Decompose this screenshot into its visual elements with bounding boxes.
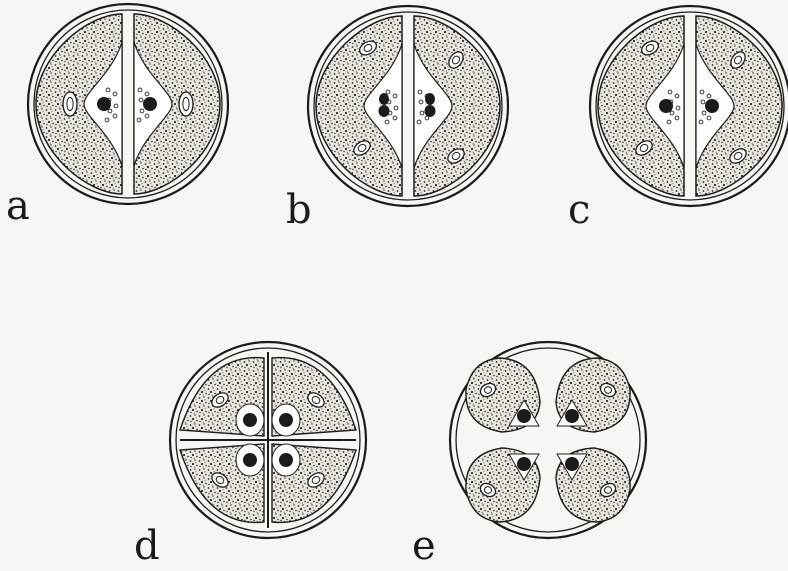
nucleolus — [279, 453, 293, 467]
panel-label-d: d — [134, 526, 160, 566]
nucleolus — [379, 93, 389, 105]
nucleolus — [425, 105, 436, 117]
panel-label-e: e — [412, 526, 436, 566]
nucleolus — [243, 453, 257, 467]
nucleolus — [143, 97, 157, 111]
nucleolus — [243, 413, 257, 427]
panel-label-b: b — [286, 190, 312, 230]
yolk-body-outer — [63, 92, 77, 116]
nucleolus — [379, 105, 390, 117]
panel-label-c: c — [568, 190, 590, 230]
panel-label-a: a — [6, 186, 30, 226]
nucleolus — [565, 409, 579, 423]
nucleolus — [97, 97, 111, 111]
nucleolus — [425, 93, 435, 105]
panel-a — [28, 4, 228, 204]
panel-b — [308, 6, 508, 206]
nucleolus — [565, 457, 579, 471]
panel-c — [590, 6, 788, 206]
nucleolus — [659, 99, 673, 113]
nucleolus — [517, 457, 531, 471]
yolk-body-outer — [179, 92, 193, 116]
nucleolus — [705, 99, 719, 113]
panel-d — [170, 342, 366, 538]
panel-e — [450, 342, 646, 538]
nucleolus — [517, 409, 531, 423]
nucleolus — [279, 413, 293, 427]
